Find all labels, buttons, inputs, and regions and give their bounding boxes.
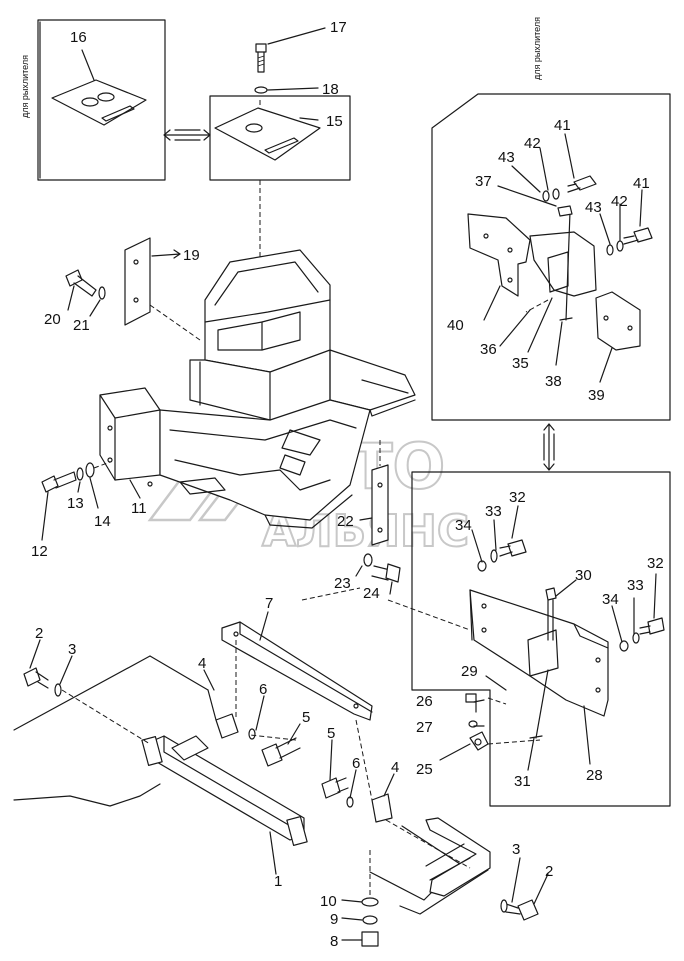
callout-11: 11 xyxy=(131,500,147,517)
callout-35: 35 xyxy=(512,355,529,372)
callout-32b: 32 xyxy=(647,555,664,572)
callout-43b: 43 xyxy=(585,199,602,216)
callout-10: 10 xyxy=(320,893,337,910)
callout-4b: 4 xyxy=(391,759,399,776)
bracket-19 xyxy=(124,237,201,341)
callout-8: 8 xyxy=(330,933,338,950)
callout-numbers: 1 2 2 3 3 4 4 5 5 6 6 7 8 9 10 11 12 13 … xyxy=(31,19,664,950)
callout-34: 34 xyxy=(455,517,472,534)
callout-37: 37 xyxy=(475,173,492,190)
callout-27: 27 xyxy=(416,719,433,736)
callout-28: 28 xyxy=(586,767,603,784)
bracket-22 xyxy=(359,440,389,546)
callout-6b: 6 xyxy=(352,755,360,772)
callout-9: 9 xyxy=(330,911,338,928)
callout-13: 13 xyxy=(67,495,84,512)
callout-23: 23 xyxy=(334,575,351,592)
callout-22: 22 xyxy=(337,513,354,530)
ripper-inset-right xyxy=(431,93,671,421)
callout-17: 17 xyxy=(330,19,347,36)
callout-12: 12 xyxy=(31,543,48,560)
callout-18: 18 xyxy=(322,81,339,98)
callout-30: 30 xyxy=(575,567,592,584)
callout-21: 21 xyxy=(73,317,90,334)
callout-6: 6 xyxy=(259,681,267,698)
ripper-inset-left xyxy=(37,19,166,181)
callout-5b: 5 xyxy=(327,725,335,742)
bolt-12 xyxy=(41,461,141,541)
callout-3b: 3 xyxy=(512,841,520,858)
callout-33b: 33 xyxy=(627,577,644,594)
callout-24: 24 xyxy=(363,585,380,602)
chassis-lower xyxy=(13,587,549,947)
note-ripper-right: для рыхлителя xyxy=(532,17,542,80)
callout-43: 43 xyxy=(498,149,515,166)
latch-assembly-frame xyxy=(411,471,671,807)
callout-25: 25 xyxy=(416,761,433,778)
callout-41: 41 xyxy=(554,117,571,134)
callout-34b: 34 xyxy=(602,591,619,608)
callout-41b: 41 xyxy=(633,175,650,192)
callout-1: 1 xyxy=(274,873,282,890)
callout-31: 31 xyxy=(514,773,531,790)
callout-19: 19 xyxy=(183,247,200,264)
callout-38: 38 xyxy=(545,373,562,390)
callout-40: 40 xyxy=(447,317,464,334)
callout-7: 7 xyxy=(265,595,273,612)
callout-2b: 2 xyxy=(545,863,553,880)
bolt-24 xyxy=(355,553,471,631)
callout-33: 33 xyxy=(485,503,502,520)
floor-body-11 xyxy=(99,249,416,529)
callout-42b: 42 xyxy=(611,193,628,210)
callout-39: 39 xyxy=(588,387,605,404)
bolt-20 xyxy=(65,269,106,317)
callout-26: 26 xyxy=(416,693,433,710)
callout-15: 15 xyxy=(326,113,343,130)
callout-5: 5 xyxy=(302,709,310,726)
callout-2: 2 xyxy=(35,625,43,642)
double-arrow-right xyxy=(543,423,555,471)
callout-3: 3 xyxy=(68,641,76,658)
callout-29: 29 xyxy=(461,663,478,680)
callout-14: 14 xyxy=(94,513,111,530)
callout-36: 36 xyxy=(480,341,497,358)
callout-42: 42 xyxy=(524,135,541,152)
callout-32: 32 xyxy=(509,489,526,506)
callout-20: 20 xyxy=(44,311,61,328)
callout-16: 16 xyxy=(70,29,87,46)
double-arrow-top xyxy=(163,129,211,141)
bolt-17 xyxy=(254,27,326,121)
callout-4: 4 xyxy=(198,655,206,672)
note-ripper-left: для рыхлителя xyxy=(20,55,30,118)
